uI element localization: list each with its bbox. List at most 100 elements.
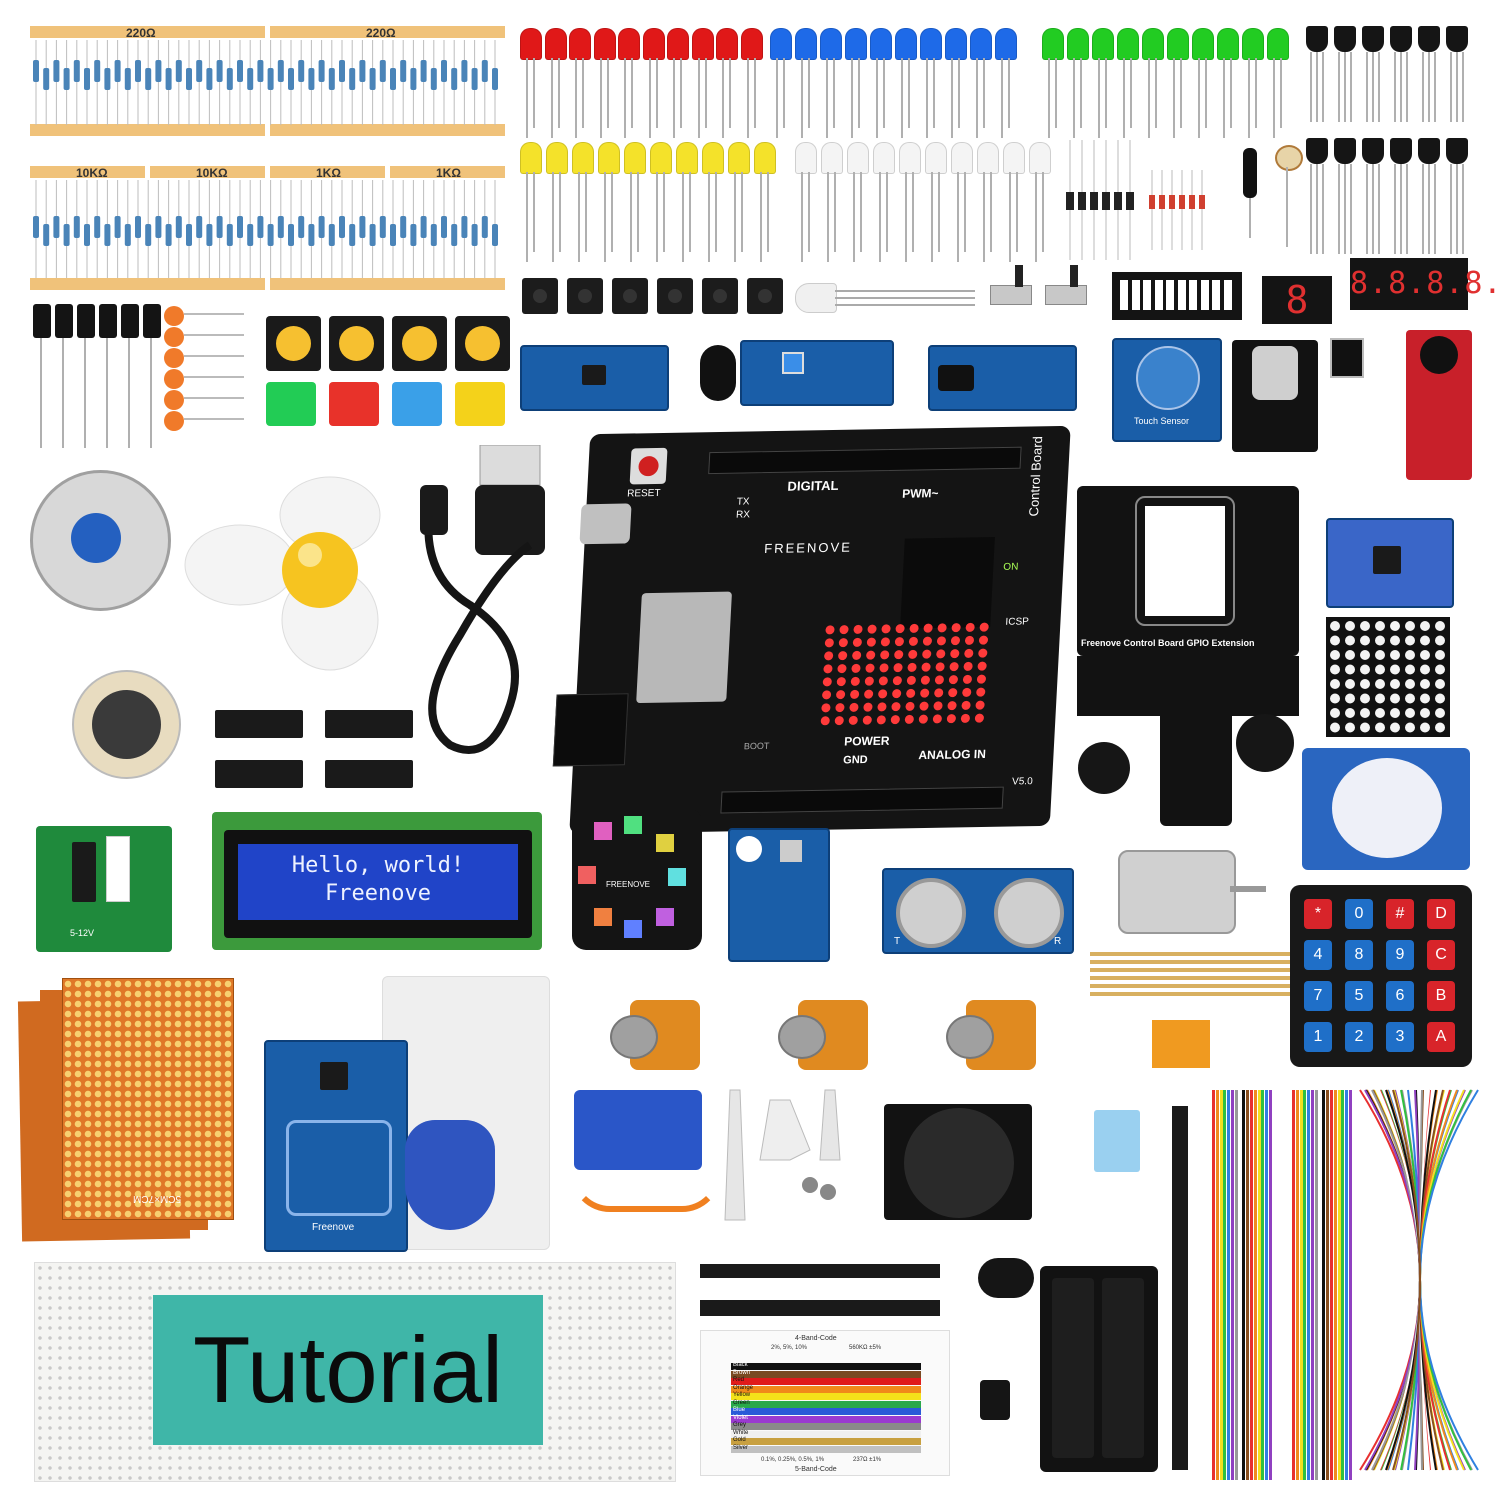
jumper-wire xyxy=(1330,1090,1333,1480)
leg xyxy=(1316,164,1318,254)
led xyxy=(520,142,542,174)
leg xyxy=(704,58,707,128)
push-button[interactable] xyxy=(392,316,447,371)
leg xyxy=(62,338,64,448)
power-jack[interactable] xyxy=(552,693,629,767)
keypad-key[interactable]: A xyxy=(1427,1022,1455,1052)
on-label: ON xyxy=(1003,561,1019,573)
potentiometer xyxy=(778,1000,868,1070)
color-code-row: Blue xyxy=(731,1407,921,1415)
resistor-label: 220Ω xyxy=(366,26,396,40)
leg xyxy=(128,338,130,448)
led xyxy=(569,28,591,60)
leg xyxy=(801,58,803,138)
gpio-extension-board: Freenove Control Board GPIO Extension xyxy=(1077,486,1299,656)
push-button[interactable] xyxy=(455,316,510,371)
leg xyxy=(1055,58,1057,128)
keypad-key[interactable]: 9 xyxy=(1386,940,1414,970)
led xyxy=(895,28,917,60)
leg xyxy=(905,172,907,262)
keypad-key[interactable]: 5 xyxy=(1345,981,1373,1011)
jumper-wire xyxy=(1238,1090,1242,1480)
leg xyxy=(876,58,878,138)
led xyxy=(795,28,817,60)
push-button-cap xyxy=(339,326,374,361)
tact-button[interactable] xyxy=(567,278,603,314)
led xyxy=(667,28,689,60)
dot-matrix-8x8 xyxy=(1326,617,1450,737)
relay xyxy=(1152,1020,1210,1068)
keypad-key[interactable]: B xyxy=(1427,981,1455,1011)
perfboard-label: 5CM×7CM xyxy=(133,1193,182,1204)
leg xyxy=(1148,58,1150,138)
leg xyxy=(557,58,560,128)
leg xyxy=(673,58,675,138)
tact-button[interactable] xyxy=(612,278,648,314)
keypad-key[interactable]: 0 xyxy=(1345,899,1373,929)
led xyxy=(544,28,567,60)
keypad-key[interactable]: 7 xyxy=(1304,981,1332,1011)
leg xyxy=(1350,52,1352,122)
keypad-key[interactable]: D xyxy=(1427,899,1455,929)
resistor-label: 1KΩ xyxy=(316,166,341,180)
led xyxy=(1029,142,1051,174)
bar-segment xyxy=(1223,280,1232,310)
usb-c-port[interactable] xyxy=(579,503,632,545)
tact-button[interactable] xyxy=(657,278,693,314)
keypad-key[interactable]: # xyxy=(1386,899,1414,929)
potentiometer xyxy=(610,1000,700,1070)
leg xyxy=(858,58,860,128)
leg xyxy=(1344,52,1346,122)
leg xyxy=(1008,58,1010,128)
bar-segment xyxy=(1154,280,1163,310)
keypad-key[interactable]: * xyxy=(1304,899,1332,929)
electrolytic-capacitor xyxy=(99,304,117,338)
led xyxy=(1003,142,1025,174)
ir-sensor xyxy=(700,345,736,401)
leg xyxy=(886,172,888,252)
joystick-module[interactable] xyxy=(884,1104,1032,1220)
leg xyxy=(599,58,602,138)
keypad-key[interactable]: C xyxy=(1427,940,1455,970)
leg xyxy=(1105,58,1107,128)
keypad-key[interactable]: 1 xyxy=(1304,1022,1332,1052)
version-label: V5.0 xyxy=(1011,776,1033,788)
jumper-wire xyxy=(1333,1090,1337,1480)
keypad-key[interactable]: 6 xyxy=(1386,981,1414,1011)
touch-sensor-label: Touch Sensor xyxy=(1134,416,1190,426)
leg xyxy=(1400,164,1402,254)
leg xyxy=(783,58,785,128)
keypad-key[interactable]: 3 xyxy=(1386,1022,1414,1052)
leg xyxy=(582,58,584,128)
lcd-line-1: Hello, world! xyxy=(291,853,465,878)
diode-group xyxy=(1066,140,1205,260)
bar-segment xyxy=(1143,280,1151,310)
leg xyxy=(1273,58,1275,138)
transistor xyxy=(1334,26,1356,52)
leg xyxy=(1456,164,1458,254)
leg xyxy=(611,172,613,252)
tact-button[interactable] xyxy=(702,278,738,314)
leg xyxy=(606,58,609,128)
leg xyxy=(1322,164,1324,254)
leg xyxy=(575,58,577,138)
push-button[interactable] xyxy=(329,316,384,371)
leg xyxy=(1042,172,1044,252)
tact-button[interactable] xyxy=(747,278,783,314)
reset-button[interactable] xyxy=(629,447,668,485)
keypad-key[interactable]: 8 xyxy=(1345,940,1373,970)
keypad-key[interactable]: 2 xyxy=(1345,1022,1373,1052)
button-cap xyxy=(329,382,379,426)
tact-button[interactable] xyxy=(522,278,558,314)
push-button[interactable] xyxy=(266,316,321,371)
keypad-key[interactable]: 4 xyxy=(1304,940,1332,970)
dc-motor xyxy=(1118,850,1236,934)
jumper-wire xyxy=(1318,1090,1322,1480)
color-code-4band-note: 2%, 5%, 10% xyxy=(771,1345,808,1351)
ir-obstacle-module xyxy=(740,340,894,406)
rx-label: RX xyxy=(735,509,751,521)
led xyxy=(754,142,776,174)
tx-label: TX xyxy=(736,496,750,508)
